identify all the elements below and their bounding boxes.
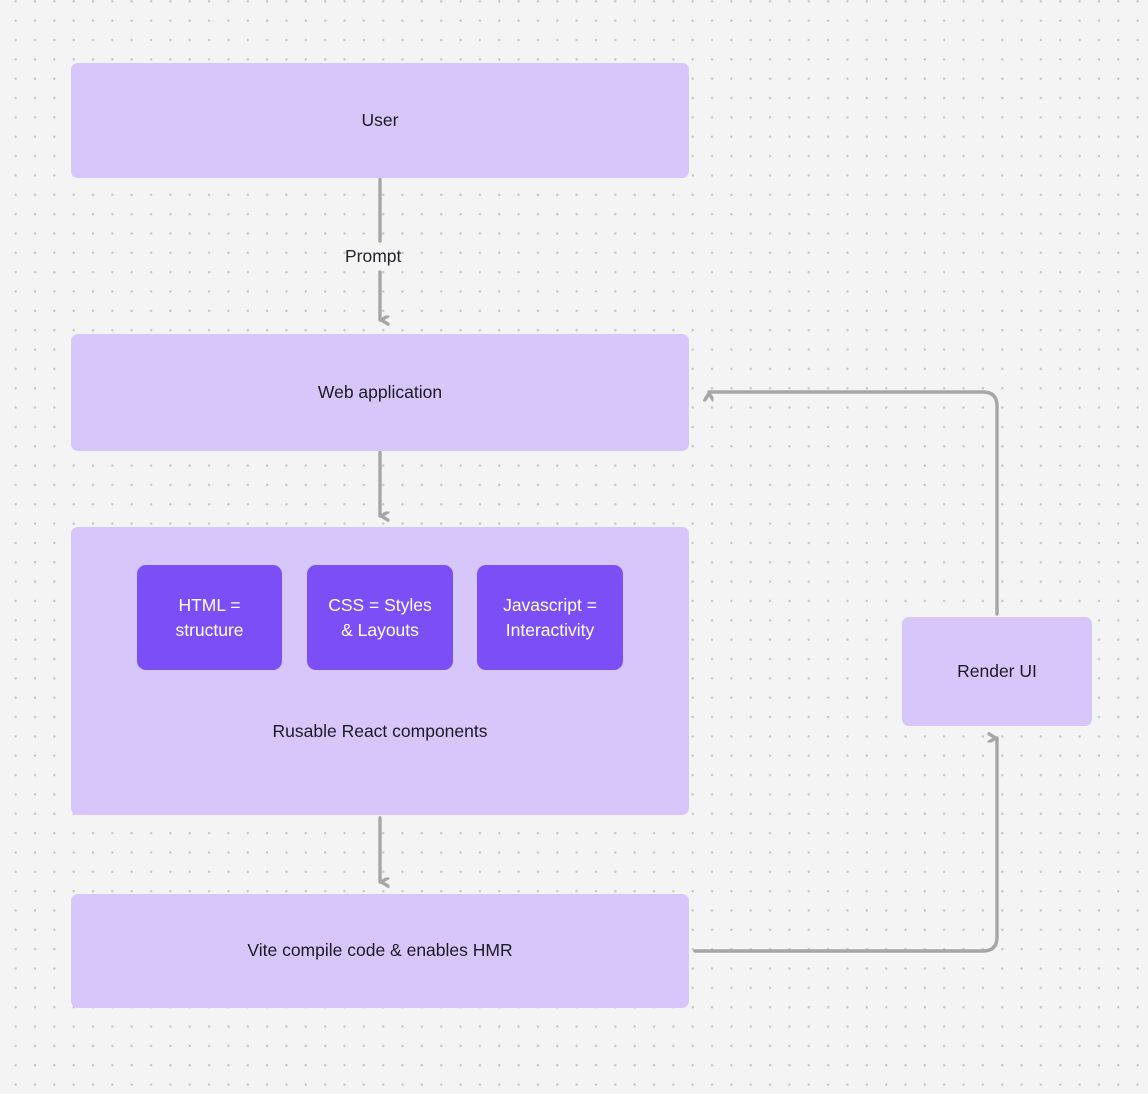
node-html-label-line2: structure [175,619,244,640]
group-reusable-react-components[interactable]: HTML = structure CSS = Styles & Layouts … [71,527,689,815]
node-vite-label: Vite compile code & enables HMR [247,940,513,961]
node-user[interactable]: User [71,63,689,178]
node-javascript-label-line2: Interactivity [505,619,595,640]
node-css-label-line1: CSS = Styles [328,594,432,615]
node-user-label: User [361,109,399,130]
edge-label-prompt: Prompt [345,246,402,266]
node-html[interactable]: HTML = structure [137,565,282,670]
edge-vite-to-render-ui [693,738,999,953]
node-html-label-line1: HTML = [178,594,241,615]
node-javascript-label-line1: Javascript = [503,594,597,615]
node-css-label-line2: & Layouts [341,619,419,640]
edge-render-ui-to-web-application [709,390,999,616]
node-render-ui[interactable]: Render UI [902,617,1092,726]
node-web-application-label: Web application [317,381,443,402]
node-web-application[interactable]: Web application [71,334,689,451]
node-javascript[interactable]: Javascript = Interactivity [477,565,623,670]
group-caption-reusable-react-components: Rusable React components [272,721,488,741]
node-css[interactable]: CSS = Styles & Layouts [307,565,453,670]
node-render-ui-label: Render UI [957,660,1037,681]
node-vite[interactable]: Vite compile code & enables HMR [71,894,689,1008]
